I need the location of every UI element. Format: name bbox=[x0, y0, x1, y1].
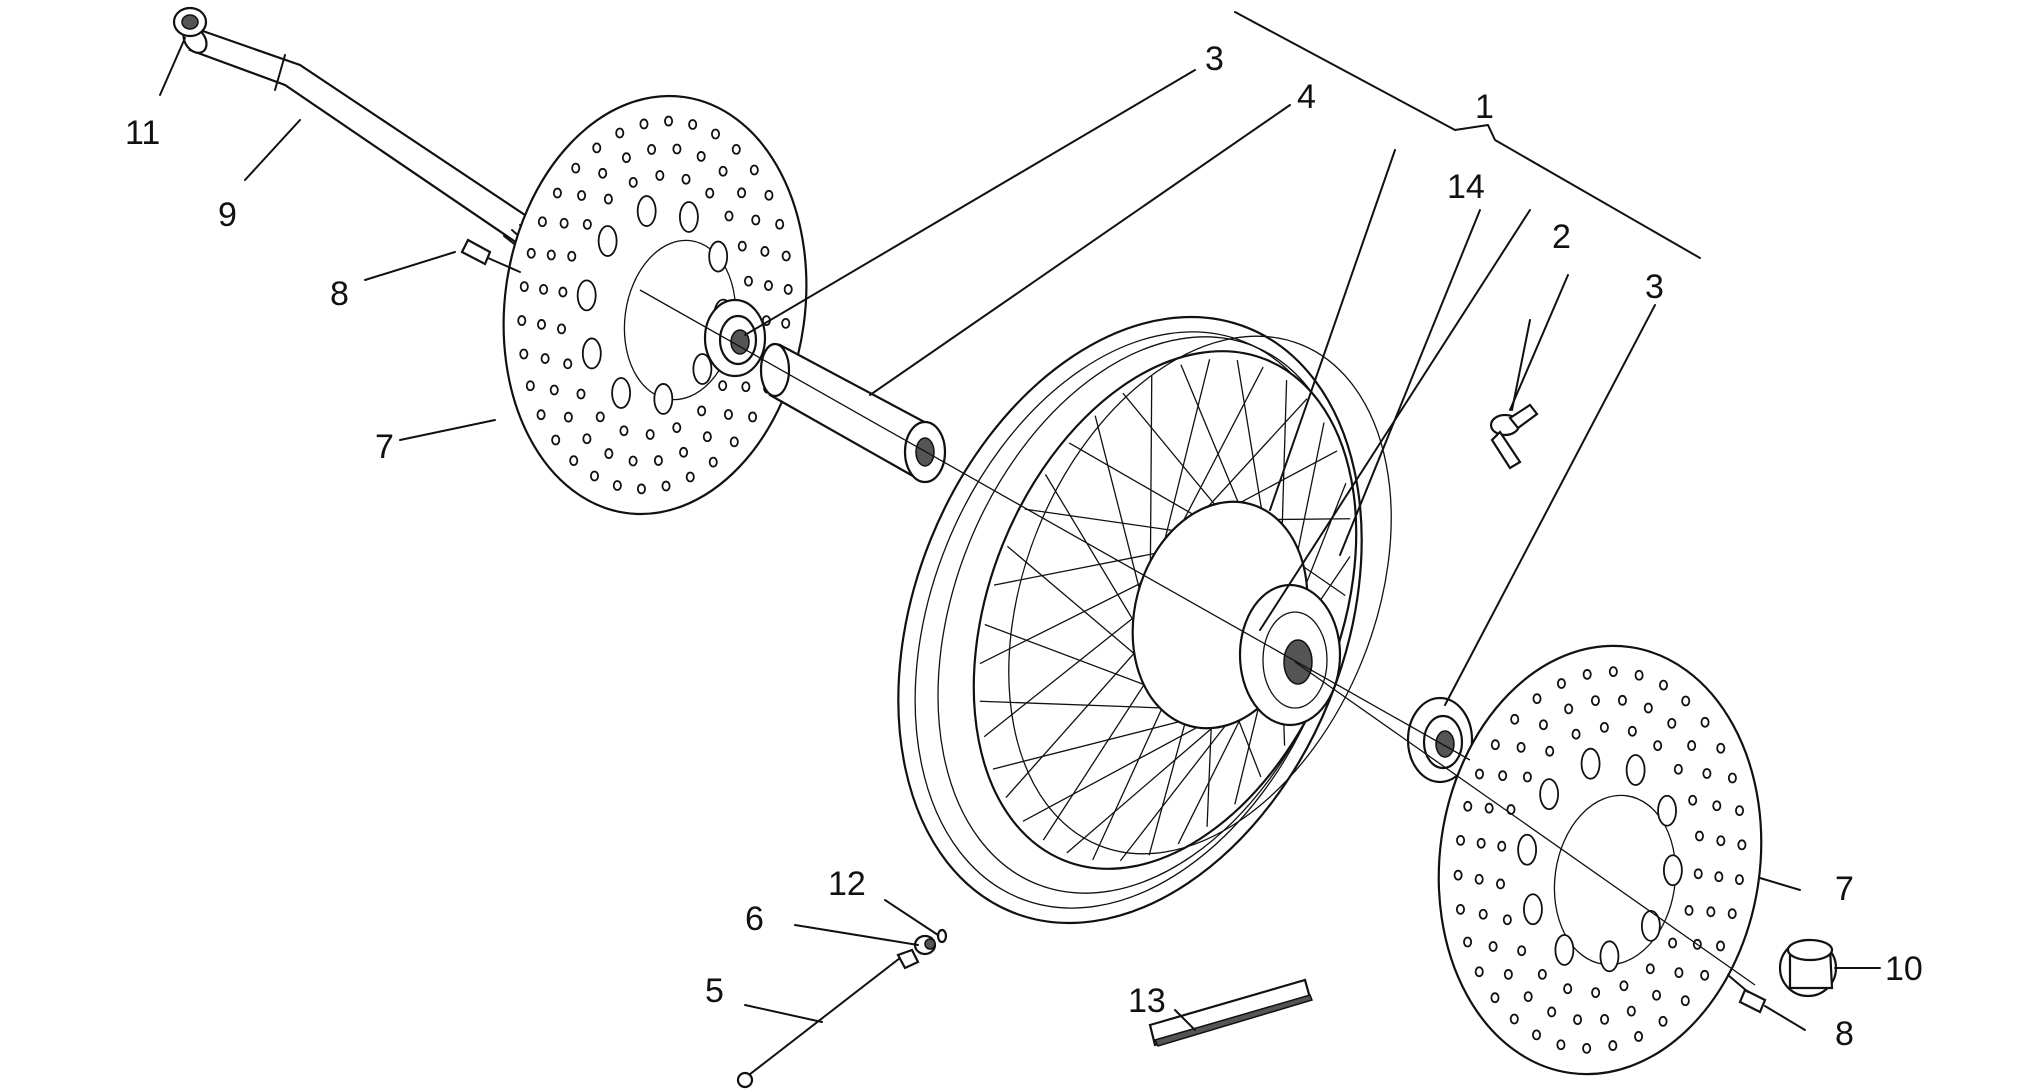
callout-5: 5 bbox=[705, 972, 724, 1010]
callout-7-left: 7 bbox=[375, 428, 394, 466]
right-disc-bolt-part bbox=[1727, 974, 1767, 1014]
callout-8-right: 8 bbox=[1835, 1015, 1854, 1053]
washer-part bbox=[936, 928, 948, 944]
right-spacer-part bbox=[1778, 938, 1838, 998]
right-bearing-part bbox=[1406, 696, 1474, 784]
wheel-hub-part bbox=[1131, 500, 1342, 730]
tire-valve-part bbox=[1489, 403, 1539, 470]
right-brake-disc-part bbox=[1437, 644, 1763, 1076]
callout-2: 2 bbox=[1552, 218, 1571, 256]
callout-9: 9 bbox=[218, 196, 237, 234]
left-disc-bolt-part bbox=[460, 238, 521, 273]
callout-11: 11 bbox=[125, 114, 160, 152]
callout-7-right: 7 bbox=[1835, 870, 1854, 908]
callout-6: 6 bbox=[745, 900, 764, 938]
callout-3-left: 3 bbox=[1205, 40, 1224, 78]
callout-10: 10 bbox=[1885, 950, 1923, 988]
callout-3-right: 3 bbox=[1645, 268, 1664, 306]
left-brake-disc-part bbox=[502, 94, 808, 516]
axle-nut-part bbox=[172, 6, 208, 38]
callout-13: 13 bbox=[1128, 982, 1166, 1020]
callout-8-left: 8 bbox=[330, 275, 349, 313]
callout-1: 1 bbox=[1475, 88, 1494, 126]
spacer-tube-part bbox=[759, 342, 947, 484]
callout-14: 14 bbox=[1447, 168, 1485, 206]
callout-12: 12 bbox=[828, 865, 866, 903]
leader-lines bbox=[159, 11, 1881, 1031]
left-bearing-part bbox=[703, 298, 767, 378]
callout-4: 4 bbox=[1297, 78, 1316, 116]
balance-weight-part bbox=[1148, 978, 1314, 1047]
right-disc-holes bbox=[1453, 666, 1747, 1054]
spoke-part bbox=[736, 948, 920, 1089]
